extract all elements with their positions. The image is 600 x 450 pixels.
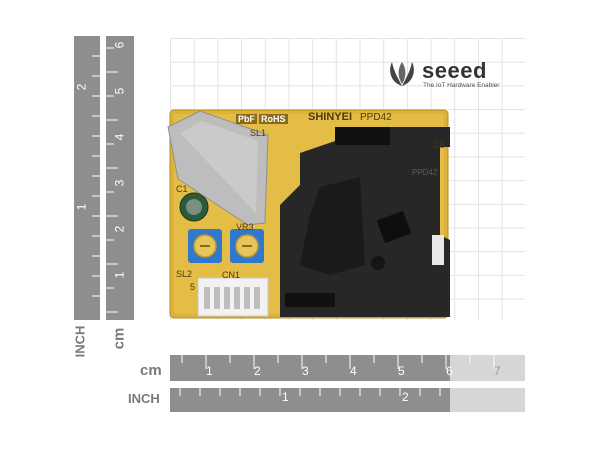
logo-tagline: The IoT Hardware Enabler [423,82,500,89]
horizontal-inch-ruler [170,388,450,412]
silk-c8: C8 [433,140,445,150]
horizontal-inch-tick-1: 1 [282,390,289,404]
pbf-marking: PbF [236,114,257,124]
horizontal-inch-label: INCH [128,391,160,406]
silk-c1: C1 [176,184,188,194]
horizontal-ruler-ticks [179,355,495,396]
vertical-inch-ruler [74,36,100,320]
horizontal-cm-ruler-end [450,355,525,381]
horizontal-cm-label: cm [140,362,162,379]
housing-screw-icon [371,256,385,270]
vertical-cm-label: cm [110,327,128,350]
silk-vr3: VR3 [236,222,254,232]
vertical-cm-tick-1: 1 [112,271,127,279]
seeed-logo: seeed The IoT Hardware Enabler [386,58,506,92]
housing-label: PPD42 [412,168,438,177]
horizontal-cm-tick-7: 7 [494,364,501,378]
vertical-inch-tick-2: 2 [74,83,89,91]
logo-brand: seeed [422,58,487,83]
housing-side-tab [432,235,444,265]
rohs-marking: RoHS [259,114,288,124]
sensor-housing [280,127,450,317]
vertical-cm-tick-4: 4 [112,133,127,141]
housing-cavity [300,177,365,275]
capacitor-top [186,199,202,215]
board-model: PPD42 [360,112,392,123]
seeed-leaf-icon [390,62,414,86]
horizontal-cm-tick-2: 2 [254,364,261,378]
vertical-inch-label: INCH [72,325,88,358]
silk-sl1: SL1 [250,128,267,138]
horizontal-cm-tick-1: 1 [206,364,213,378]
vertical-ruler-ticks [92,47,118,313]
vertical-cm-tick-6: 6 [112,41,127,49]
sensor-module [167,109,450,319]
housing-side-opening [376,210,412,244]
vertical-inch-tick-1: 1 [74,203,89,211]
silk-5: 5 [190,282,196,292]
horizontal-inch-tick-2: 2 [402,390,409,404]
vertical-cm-ruler [106,36,134,320]
housing-bottom-slot [285,293,335,307]
horizontal-cm-tick-4: 4 [350,364,357,378]
horizontal-inch-ruler-end [450,388,525,412]
metal-shield-highlight [180,121,258,213]
board-brand: SHINYEI [308,111,353,123]
housing-top-slot [335,127,390,145]
horizontal-cm-tick-5: 5 [398,364,405,378]
vertical-cm-tick-3: 3 [112,179,127,187]
vertical-cm-tick-5: 5 [112,87,127,95]
silk-cn1: CN1 [222,270,241,280]
vertical-cm-tick-2: 2 [112,225,127,233]
horizontal-cm-tick-6: 6 [446,364,453,378]
silk-sl2: SL2 [176,269,193,279]
horizontal-cm-tick-3: 3 [302,364,309,378]
